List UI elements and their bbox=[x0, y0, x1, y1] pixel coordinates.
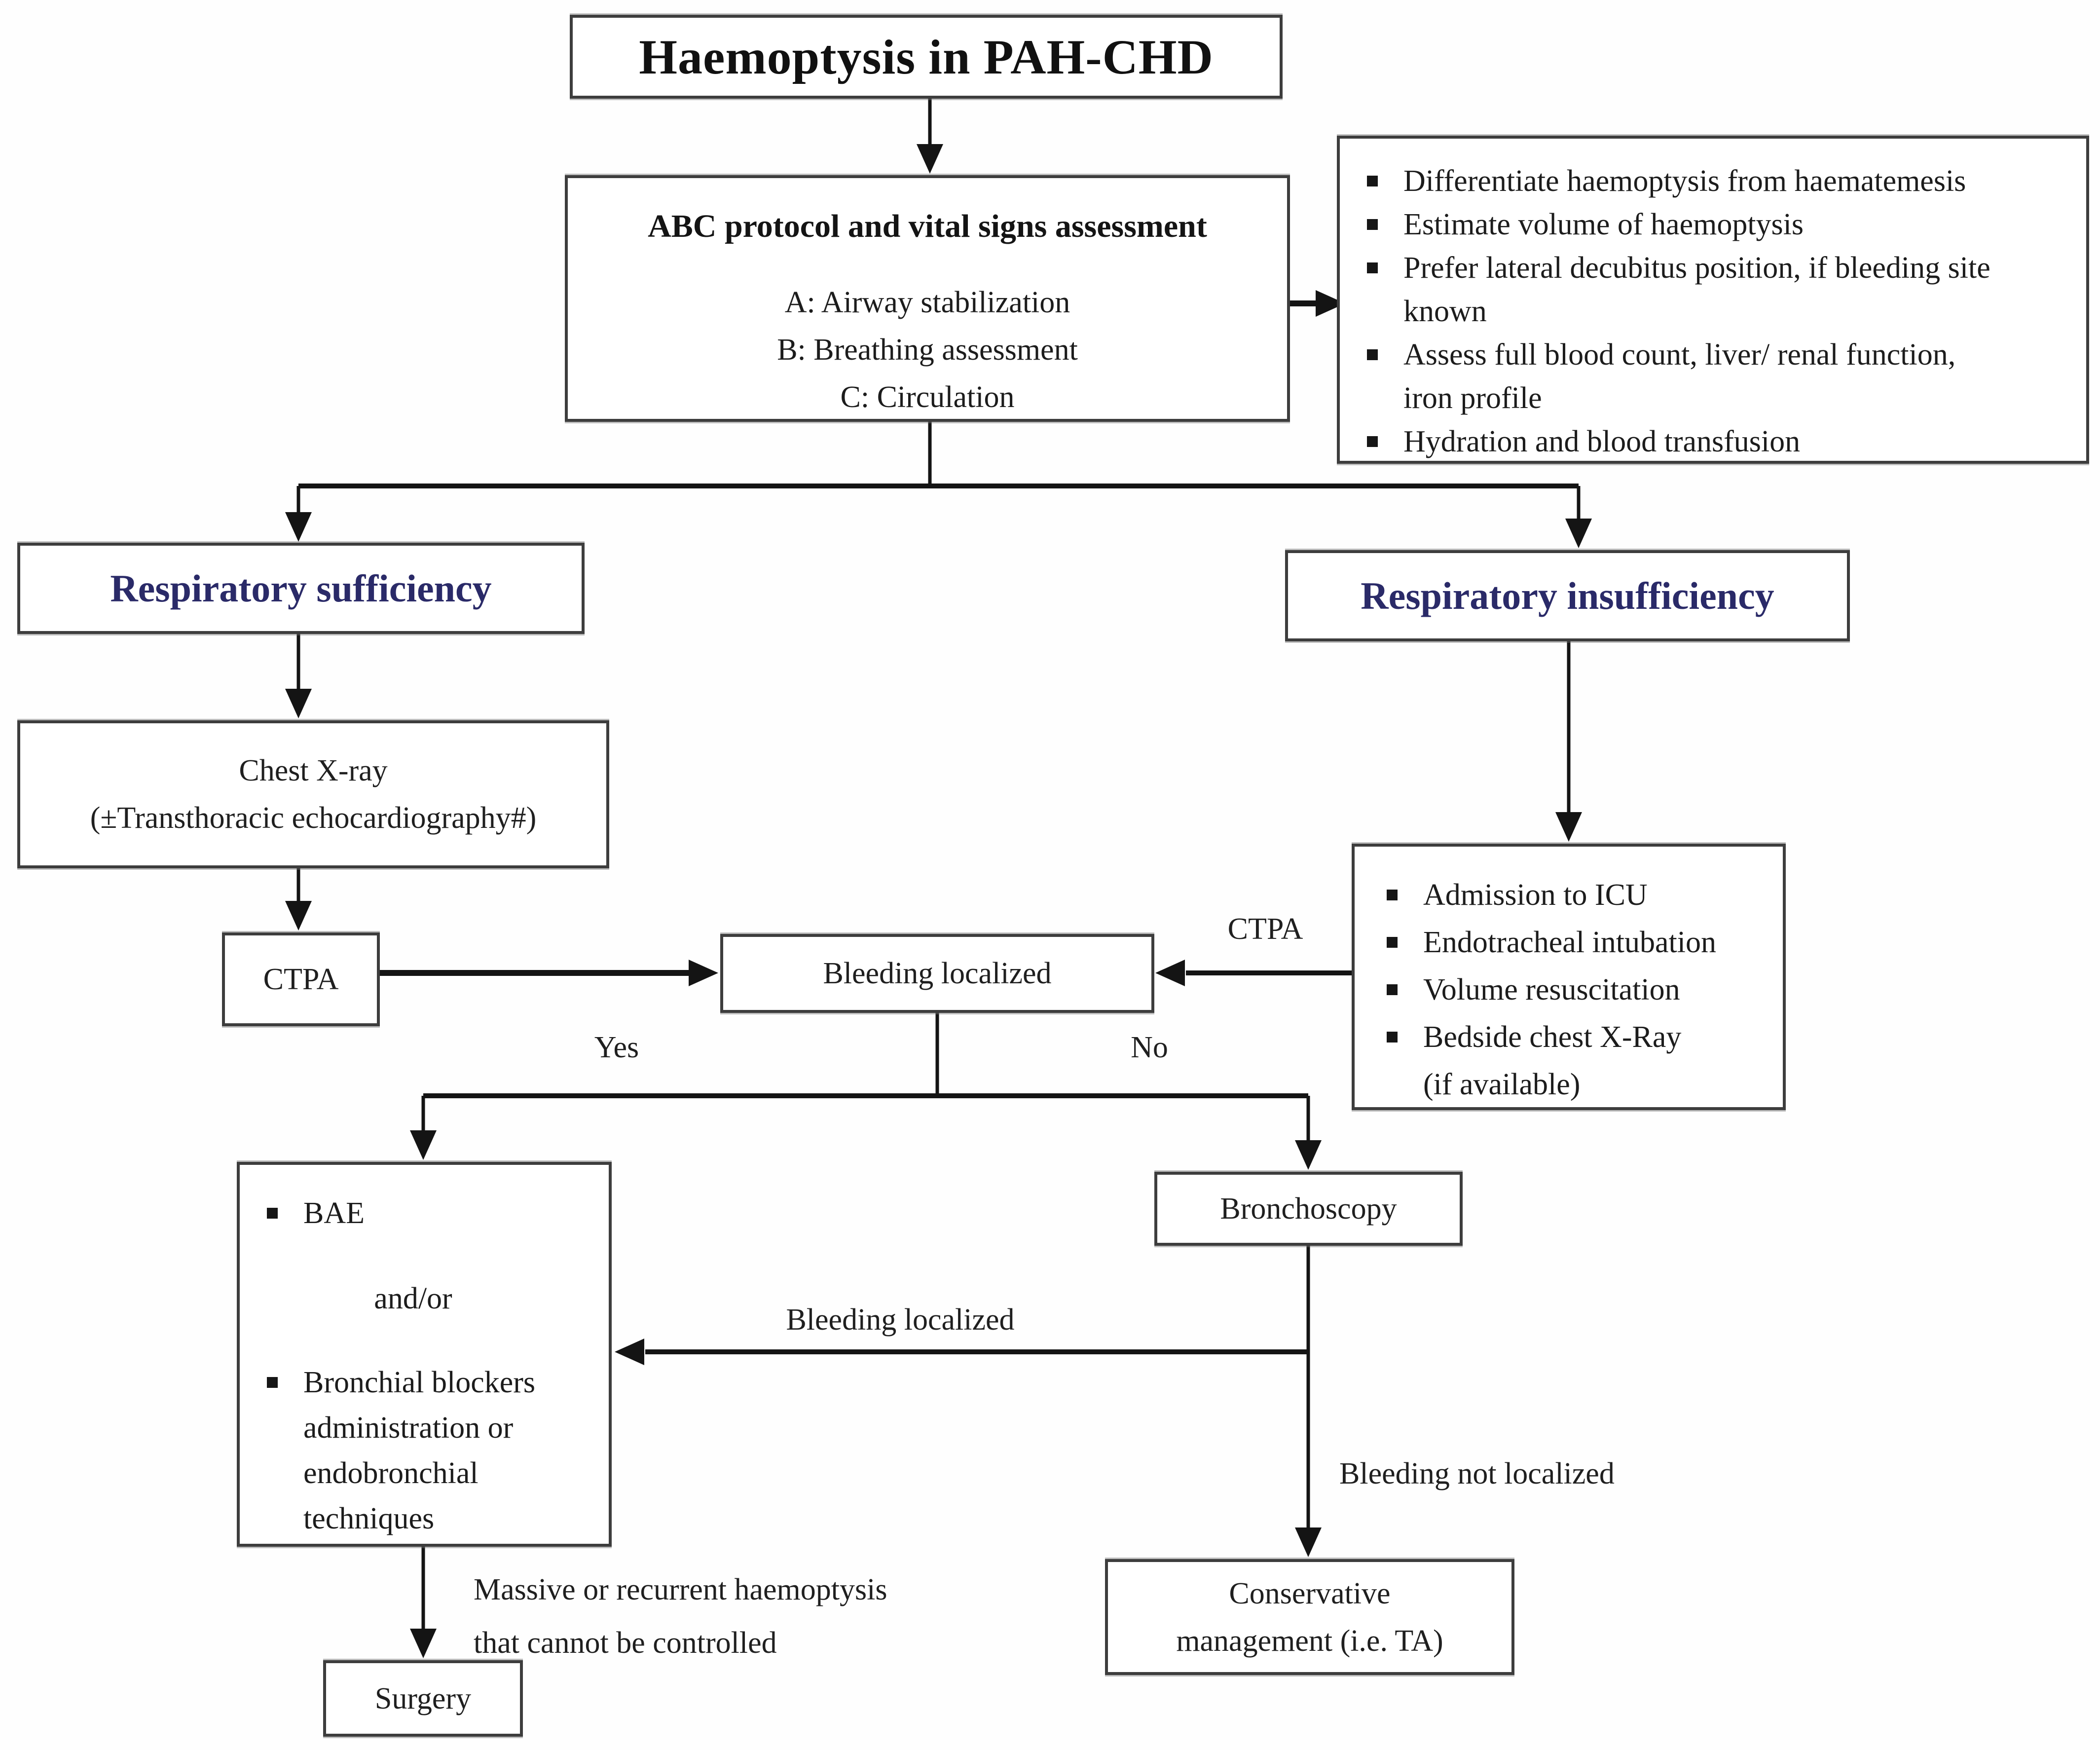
arrow-bleeding-split bbox=[410, 1012, 1322, 1170]
icu-line: Bedside chest X-Ray bbox=[1387, 1013, 1770, 1061]
node-bleeding-localized: Bleeding localized bbox=[720, 934, 1154, 1013]
icu-line-continuation: (if available) bbox=[1423, 1068, 1581, 1101]
note-line: Differentiate haemoptysis from haemateme… bbox=[1367, 159, 2069, 203]
bullet-icon bbox=[267, 1208, 278, 1219]
label-ctpa: CTPA bbox=[1227, 912, 1303, 946]
node-initial-notes: Differentiate haemoptysis from haemateme… bbox=[1337, 136, 2089, 464]
abc-step-circulation: C: Circulation bbox=[840, 380, 1015, 414]
bullet-icon bbox=[1387, 984, 1398, 995]
note-line: Hydration and blood transfusion bbox=[1367, 420, 2069, 463]
label-bleeding-localized: Bleeding localized bbox=[786, 1303, 1015, 1337]
node-respiratory-insufficiency: Respiratory insufficiency bbox=[1285, 550, 1850, 641]
node-title: Haemoptysis in PAH-CHD bbox=[570, 15, 1283, 99]
arrow-icu-to-bleeding bbox=[1155, 960, 1352, 986]
node-icu-measures: Admission to ICU Endotracheal intubation… bbox=[1352, 844, 1786, 1110]
note-line: Estimate volume of haemoptysis bbox=[1367, 203, 2069, 246]
arrow-abc-split bbox=[285, 422, 1592, 548]
page-title: Haemoptysis in PAH-CHD bbox=[639, 29, 1214, 84]
bae-item: BAE bbox=[267, 1191, 594, 1236]
note-line: Assess full blood count, liver/ renal fu… bbox=[1367, 333, 2069, 376]
massive-line1: Massive or recurrent haemoptysis bbox=[474, 1573, 887, 1606]
bullet-icon bbox=[1387, 1032, 1398, 1043]
arrow-sufficiency-to-chest bbox=[285, 634, 312, 718]
abc-step-airway: A: Airway stabilization bbox=[784, 286, 1070, 319]
arrow-chest-to-ctpa bbox=[285, 868, 312, 931]
icu-line: Admission to ICU bbox=[1387, 871, 1770, 919]
node-abc-protocol: ABC protocol and vital signs assessment … bbox=[565, 175, 1290, 422]
icu-line: Endotracheal intubation bbox=[1387, 919, 1770, 966]
abc-step-breathing: B: Breathing assessment bbox=[777, 333, 1078, 367]
node-ctpa: CTPA bbox=[222, 932, 380, 1026]
note-line-continuation: known bbox=[1403, 295, 1487, 328]
bullet-icon bbox=[1367, 262, 1378, 273]
label-massive-haemoptysis: Massive or recurrent haemoptysis that ca… bbox=[474, 1563, 887, 1670]
node-bae: BAE and/or Bronchial blockers administra… bbox=[237, 1162, 612, 1547]
arrow-title-to-abc bbox=[917, 99, 943, 174]
bae-item: Bronchial blockers administration or end… bbox=[267, 1360, 594, 1541]
note-line-continuation: iron profile bbox=[1403, 381, 1542, 415]
node-surgery: Surgery bbox=[323, 1660, 523, 1737]
node-chest-xray: Chest X-ray (±Transthoracic echocardiogr… bbox=[17, 720, 609, 868]
arrow-bronchoscopy-to-bae bbox=[615, 1339, 1308, 1365]
bullet-icon bbox=[1367, 176, 1378, 186]
arrow-ctpa-to-bleeding bbox=[380, 960, 718, 986]
conservative-line2: management (i.e. TA) bbox=[1176, 1624, 1443, 1658]
node-bronchoscopy: Bronchoscopy bbox=[1154, 1172, 1463, 1246]
label-bleeding-not-localized: Bleeding not localized bbox=[1339, 1457, 1615, 1490]
label-no: No bbox=[1131, 1031, 1168, 1064]
bullet-icon bbox=[1367, 436, 1378, 447]
bullet-icon bbox=[1387, 890, 1398, 900]
massive-line2: that cannot be controlled bbox=[474, 1626, 777, 1660]
arrow-abc-to-notes bbox=[1290, 290, 1345, 317]
node-respiratory-sufficiency: Respiratory sufficiency bbox=[17, 543, 585, 634]
arrow-bae-to-surgery bbox=[410, 1547, 437, 1658]
chest-xray-line2: (±Transthoracic echocardiography#) bbox=[90, 801, 537, 835]
chest-xray-line1: Chest X-ray bbox=[239, 754, 388, 787]
bae-andor: and/or bbox=[374, 1282, 452, 1315]
bullet-icon bbox=[1367, 349, 1378, 360]
note-line: Prefer lateral decubitus position, if bl… bbox=[1367, 246, 2069, 290]
arrow-insufficiency-to-icu bbox=[1555, 641, 1582, 842]
abc-heading: ABC protocol and vital signs assessment bbox=[648, 208, 1207, 244]
node-conservative-management: Conservative management (i.e. TA) bbox=[1105, 1559, 1514, 1675]
bullet-icon bbox=[267, 1377, 278, 1388]
conservative-line1: Conservative bbox=[1229, 1576, 1391, 1610]
arrow-bronchoscopy-to-conservative bbox=[1295, 1246, 1322, 1557]
label-yes: Yes bbox=[594, 1031, 639, 1064]
icu-line: Volume resuscitation bbox=[1387, 966, 1770, 1013]
bullet-icon bbox=[1367, 219, 1378, 230]
bullet-icon bbox=[1387, 937, 1398, 948]
